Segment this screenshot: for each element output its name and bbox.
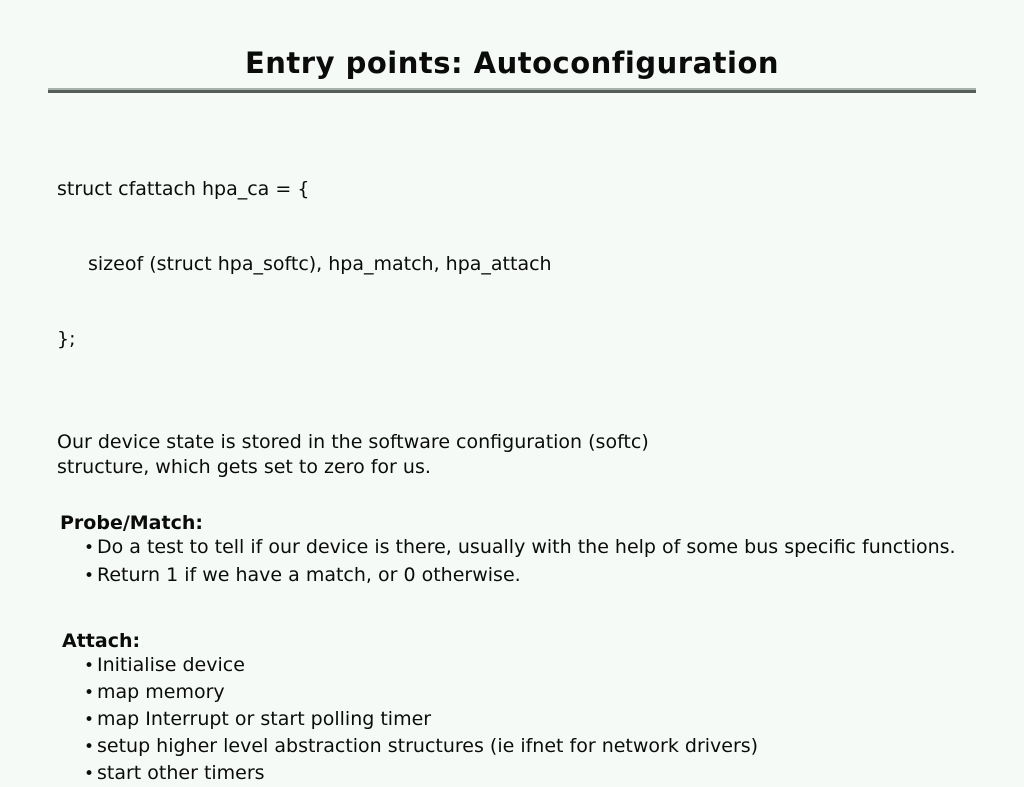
list-item: • Initialise device xyxy=(84,652,984,679)
bullet-icon: • xyxy=(84,682,95,703)
code-block: struct cfattach hpa_ca = { sizeof (struc… xyxy=(57,127,984,402)
slide-title: Entry points: Autoconfiguration xyxy=(244,46,780,80)
bullet-text: Initialise device xyxy=(97,653,245,676)
section-heading-probe-match: Probe/Match: xyxy=(60,511,203,534)
list-item: • Return 1 if we have a match, or 0 othe… xyxy=(84,562,984,590)
section-heading-attach: Attach: xyxy=(62,629,141,652)
code-line-2: sizeof (struct hpa_softc), hpa_match, hp… xyxy=(88,252,552,275)
slide-body: struct cfattach hpa_ca = { sizeof (struc… xyxy=(57,127,984,787)
list-item: • map Interrupt or start polling timer xyxy=(84,706,984,733)
code-line-3: }; xyxy=(57,327,76,350)
list-item: • map memory xyxy=(84,679,984,706)
bullet-text: start other timers xyxy=(97,761,265,784)
intro-paragraph-line-2: structure, which gets set to zero for us… xyxy=(57,455,431,478)
slide: Entry points: Autoconfiguration struct c… xyxy=(48,46,976,784)
bullet-icon: • xyxy=(84,655,95,676)
bullet-text: map memory xyxy=(97,680,225,703)
code-line-1: struct cfattach hpa_ca = { xyxy=(57,177,310,200)
probe-match-bullet-list: • Do a test to tell if our device is the… xyxy=(57,534,984,590)
list-item: • start other timers xyxy=(84,760,984,787)
bullet-text: Do a test to tell if our device is there… xyxy=(97,535,956,558)
intro-paragraph: Our device state is stored in the softwa… xyxy=(57,430,984,480)
bullet-text: map Interrupt or start polling timer xyxy=(97,707,432,730)
bullet-text: Return 1 if we have a match, or 0 otherw… xyxy=(97,563,521,586)
bullet-text: setup higher level abstraction structure… xyxy=(97,734,759,757)
bullet-icon: • xyxy=(84,565,95,586)
bullet-icon: • xyxy=(84,736,95,757)
bullet-icon: • xyxy=(84,763,95,784)
bullet-icon: • xyxy=(84,537,95,558)
title-divider-rule xyxy=(48,87,976,93)
bullet-icon: • xyxy=(84,709,95,730)
list-item: • Do a test to tell if our device is the… xyxy=(84,534,984,562)
attach-bullet-list: • Initialise device • map memory • map I… xyxy=(57,652,984,787)
list-item: • setup higher level abstraction structu… xyxy=(84,733,984,760)
intro-paragraph-line-1: Our device state is stored in the softwa… xyxy=(57,430,649,453)
